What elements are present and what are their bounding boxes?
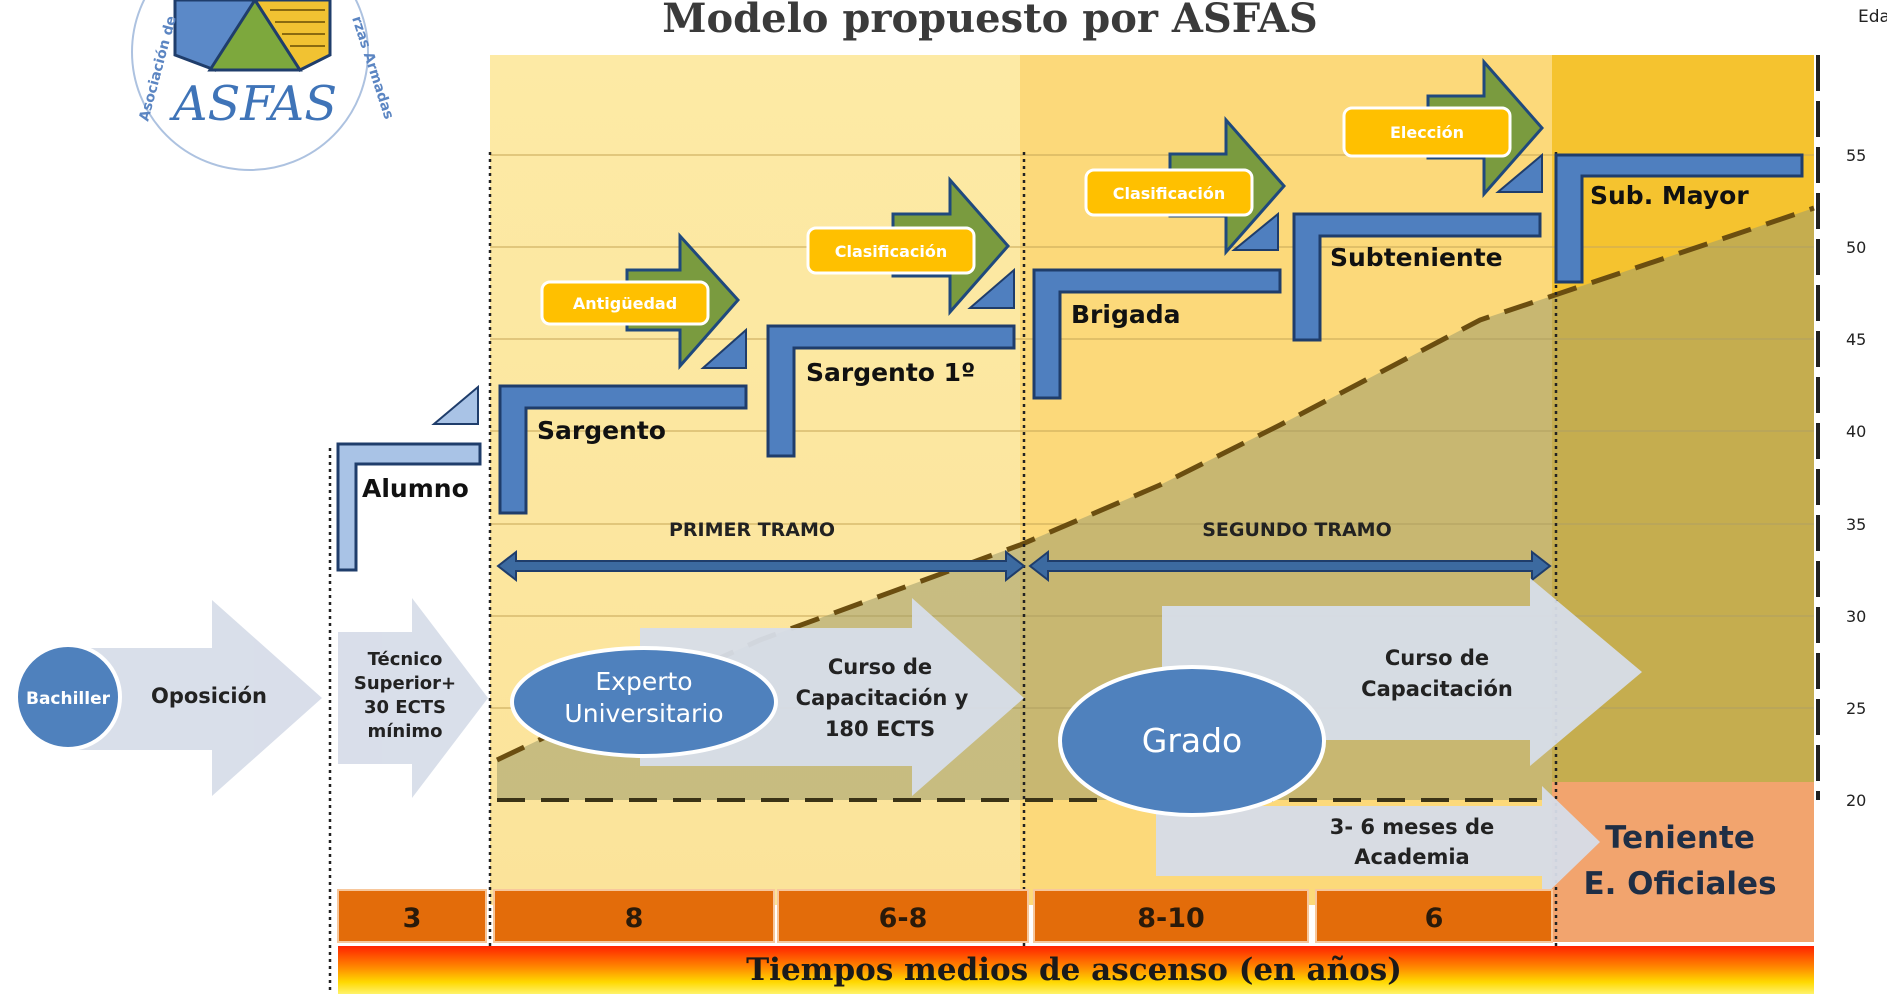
step-sub-mayor	[1554, 153, 1804, 284]
time-value: 3	[403, 903, 422, 934]
corner-triangles	[431, 152, 1543, 425]
time-values: 3 8 6-8 8-10 6	[403, 903, 1444, 934]
age-tick: 25	[1846, 699, 1866, 718]
time-box	[777, 889, 1029, 943]
caption-text: Tiempos medios de ascenso (en años)	[746, 952, 1402, 988]
rank-labels: Alumno Sargento Sargento 1º Brigada Subt…	[362, 181, 1749, 503]
badge-antiguedad-label: Antigüedad	[573, 294, 677, 313]
badge-clasificacion-2-label: Clasificación	[1113, 184, 1226, 203]
age-tick: 55	[1846, 146, 1866, 165]
badge-eleccion	[1342, 106, 1512, 158]
age-axis-label: Edad	[1858, 7, 1887, 27]
dotted-separators	[328, 152, 1558, 994]
experto-line: Universitario	[564, 699, 723, 728]
double-arrow-primer	[496, 549, 1026, 583]
rank-alumno: Alumno	[362, 474, 469, 503]
age-ticks: 55 50 45 40 35 30 25 20	[1846, 146, 1866, 810]
education-arrows	[60, 578, 1642, 898]
tecnico-line: mínimo	[367, 721, 442, 742]
double-arrow-segundo	[1028, 549, 1552, 583]
grado-label: Grado	[1142, 721, 1243, 760]
time-value: 8-10	[1137, 903, 1205, 934]
page-title: Modelo propuesto por ASFAS	[662, 0, 1318, 42]
badge-clasificacion-1-label: Clasificación	[835, 242, 948, 261]
age-tick: 40	[1846, 422, 1866, 441]
time-box	[337, 889, 487, 943]
curso-2-line: Curso de	[1385, 646, 1489, 670]
teniente-line-2: E. Oficiales	[1583, 866, 1776, 902]
arrow-oposicion	[60, 600, 322, 796]
time-value: 6-8	[879, 903, 928, 934]
grado-ellipse	[1058, 665, 1326, 817]
time-value: 6	[1425, 903, 1444, 934]
label-segundo-tramo: SEGUNDO TRAMO	[1202, 519, 1391, 541]
rank-brigada: Brigada	[1071, 300, 1181, 329]
step-sargento	[498, 384, 748, 515]
arrow-tecnico	[338, 598, 488, 798]
age-tick: 45	[1846, 330, 1866, 349]
bachiller-circle	[14, 643, 122, 751]
criteria-badges: Antigüedad Clasificación Clasificación E…	[540, 106, 1512, 326]
step-subteniente	[1292, 212, 1542, 342]
asfas-logo: ASFAS Asociación de rzas Armadas	[131, 0, 397, 171]
curso-1-line: Capacitación y	[796, 686, 969, 710]
rank-steps	[336, 153, 1804, 572]
teniente-band	[1552, 782, 1814, 942]
oposicion-label: Oposición	[151, 684, 267, 708]
badge-antiguedad	[540, 280, 710, 326]
age-tick: 35	[1846, 515, 1866, 534]
tecnico-line: Superior+	[354, 673, 456, 694]
academia-line: Academia	[1354, 845, 1469, 869]
rank-sargento: Sargento	[537, 416, 666, 445]
rank-subteniente: Subteniente	[1330, 243, 1503, 272]
logo-text: ASFAS	[169, 76, 337, 132]
arrow-curso-1	[640, 598, 1024, 796]
age-tick: 30	[1846, 607, 1866, 626]
time-box	[1315, 889, 1553, 943]
tecnico-line: 30 ECTS	[364, 697, 446, 718]
academia-line: 3- 6 meses de	[1330, 815, 1495, 839]
label-primer-tramo: PRIMER TRAMO	[669, 519, 835, 541]
teniente-line-1: Teniente	[1605, 820, 1755, 856]
badge-eleccion-label: Elección	[1390, 123, 1464, 142]
experto-line: Experto	[595, 667, 692, 696]
time-box	[493, 889, 775, 943]
badge-clasificacion-2	[1084, 168, 1254, 217]
experto-ellipse	[510, 646, 778, 758]
time-boxes	[337, 889, 1553, 943]
time-box	[1033, 889, 1309, 943]
badge-clasificacion-1	[806, 226, 976, 275]
academia-text: 3- 6 meses de Academia	[1330, 815, 1495, 869]
bachiller-label: Bachiller	[26, 689, 111, 709]
curso-2-text: Curso de Capacitación	[1361, 646, 1513, 701]
curso-2-line: Capacitación	[1361, 677, 1513, 701]
arrow-academia	[1156, 786, 1600, 898]
step-sargento-1	[766, 324, 1016, 458]
step-alumno	[336, 442, 482, 572]
age-tick: 50	[1846, 238, 1866, 257]
tecnico-text: Técnico Superior+ 30 ECTS mínimo	[354, 649, 456, 742]
curso-1-line: Curso de	[828, 655, 932, 679]
curso-1-line: 180 ECTS	[825, 717, 935, 741]
tecnico-line: Técnico	[368, 649, 443, 670]
curso-1-text: Curso de Capacitación y 180 ECTS	[796, 655, 969, 741]
rank-sub-mayor: Sub. Mayor	[1590, 181, 1749, 210]
step-brigada	[1032, 268, 1282, 400]
tramo-arrows	[496, 549, 1552, 583]
time-value: 8	[625, 903, 644, 934]
caption-bar	[338, 946, 1814, 994]
rank-sargento-1: Sargento 1º	[806, 358, 975, 387]
age-tick: 20	[1846, 791, 1866, 810]
